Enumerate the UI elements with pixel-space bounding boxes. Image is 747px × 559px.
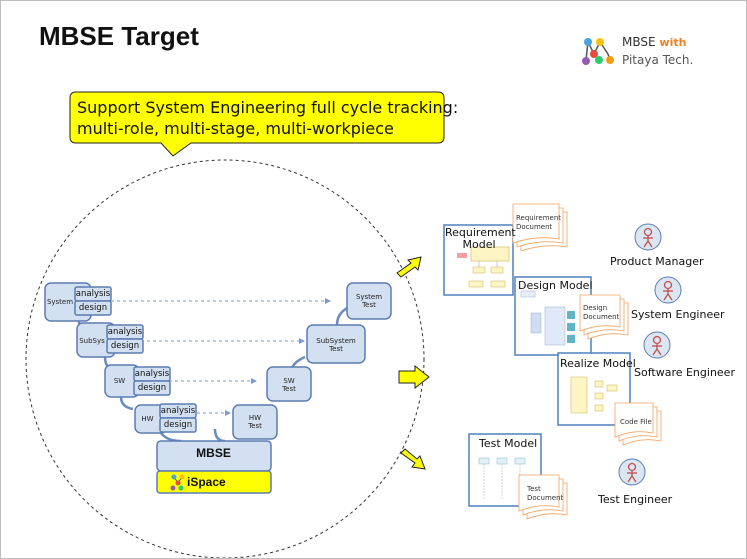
role-system-engineer: System Engineer — [631, 308, 725, 321]
test-label-system: System Test — [347, 293, 391, 309]
code-file-label: Code File — [620, 418, 652, 426]
arrow-to-requirement — [396, 256, 422, 278]
logo-brand: MBSE — [622, 35, 656, 49]
code-file-stack — [614, 402, 662, 446]
design-box-hw — [159, 417, 197, 433]
callout-bubble — [69, 91, 445, 157]
test-model-title: Test Model — [479, 437, 538, 450]
requirement-document-label-line1: Requirement — [516, 214, 562, 222]
test-label-hw-line1: HW — [248, 414, 262, 422]
design-document-stack — [579, 294, 629, 340]
ispace-label: iSpace — [187, 475, 226, 489]
vmodel-system-test-box — [346, 282, 392, 320]
test-engineer-icon — [618, 458, 646, 486]
test-model-thumbnail — [478, 457, 526, 499]
vmodel-sw-test-box — [266, 366, 312, 402]
realize-model-title: Realize Model — [560, 357, 636, 370]
design-document-label-line1: Design — [583, 304, 608, 312]
test-label-sw-line2: Test — [282, 385, 296, 393]
requirement-model-title-line2: Model — [462, 238, 496, 251]
arrow-to-realize — [398, 364, 430, 390]
test-label-hw: HW Test — [233, 414, 277, 430]
requirement-model-title: Requirement Model — [445, 226, 516, 251]
design-model-thumbnail — [520, 290, 575, 346]
test-label-sw-line1: SW — [283, 377, 295, 385]
test-label-sw: SW Test — [267, 377, 311, 393]
test-document-label-line2: Document — [527, 494, 564, 502]
slide-title: MBSE Target — [39, 21, 199, 51]
test-label-system-line1: System — [355, 293, 383, 301]
callout-text: Support System Engineering full cycle tr… — [77, 97, 458, 139]
test-label-subsystem-line2: Test — [329, 345, 343, 353]
requirement-document-stack — [512, 203, 568, 252]
realize-model-thumbnail — [570, 376, 618, 414]
analysis-label-hw: analysis — [160, 406, 196, 416]
system-engineer-icon — [654, 276, 682, 304]
logo — [581, 37, 615, 72]
level-label-sw: SW — [113, 377, 126, 385]
design-model-title: Design Model — [518, 279, 593, 292]
requirement-document-label: Requirement Document — [516, 214, 561, 232]
trace-arrows — [111, 300, 327, 414]
design-box-subsys — [106, 338, 144, 354]
design-box-sw — [133, 380, 171, 396]
arrow-to-test — [400, 448, 426, 470]
level-label-system: System — [46, 298, 74, 306]
design-document-label: Design Document — [583, 304, 619, 322]
role-product-manager: Product Manager — [610, 255, 704, 268]
design-box-system — [74, 300, 112, 316]
vmodel-hw-test-box — [232, 404, 278, 440]
level-label-subsys: SubSys — [79, 337, 105, 345]
logo-with: with — [659, 36, 687, 49]
vmodel-subsystem-test-box — [306, 324, 366, 364]
ispace-logo-icon — [170, 474, 185, 491]
analysis-label-system: analysis — [75, 289, 111, 299]
analysis-label-sw: analysis — [134, 369, 170, 379]
product-manager-icon — [634, 223, 662, 251]
callout-line-1: Support System Engineering full cycle tr… — [77, 98, 459, 117]
level-label-hw: HW — [141, 415, 154, 423]
vmodel-boundary-circle — [25, 159, 425, 558]
requirement-model-title-line1: Requirement — [445, 226, 516, 239]
test-label-subsystem-line1: SubSystem — [316, 337, 356, 345]
design-document-label-line2: Document — [583, 313, 620, 321]
role-software-engineer: Software Engineer — [634, 366, 735, 379]
role-test-engineer: Test Engineer — [598, 493, 673, 506]
requirement-model-thumbnail — [457, 246, 510, 288]
design-label-sw: design — [137, 383, 167, 393]
test-document-label: Test Document — [527, 485, 563, 503]
design-label-subsys: design — [110, 341, 140, 351]
ispace-platform-box — [156, 470, 272, 494]
callout-line-2: multi-role, multi-stage, multi-workpiece — [77, 119, 394, 138]
test-document-label-line1: Test — [527, 485, 541, 493]
test-label-subsystem: SubSystem Test — [307, 337, 365, 353]
requirement-document-label-line2: Document — [516, 223, 553, 231]
mbse-base-label: MBSE — [196, 446, 231, 460]
test-label-system-line2: Test — [362, 301, 376, 309]
pitaya-logo-icon — [582, 38, 614, 65]
software-engineer-icon — [643, 331, 671, 359]
test-document-stack — [518, 474, 568, 520]
design-label-hw: design — [163, 420, 193, 430]
design-label-system: design — [78, 303, 108, 313]
analysis-label-subsys: analysis — [107, 327, 143, 337]
test-label-hw-line2: Test — [248, 422, 262, 430]
logo-company: Pitaya Tech. — [622, 53, 694, 67]
